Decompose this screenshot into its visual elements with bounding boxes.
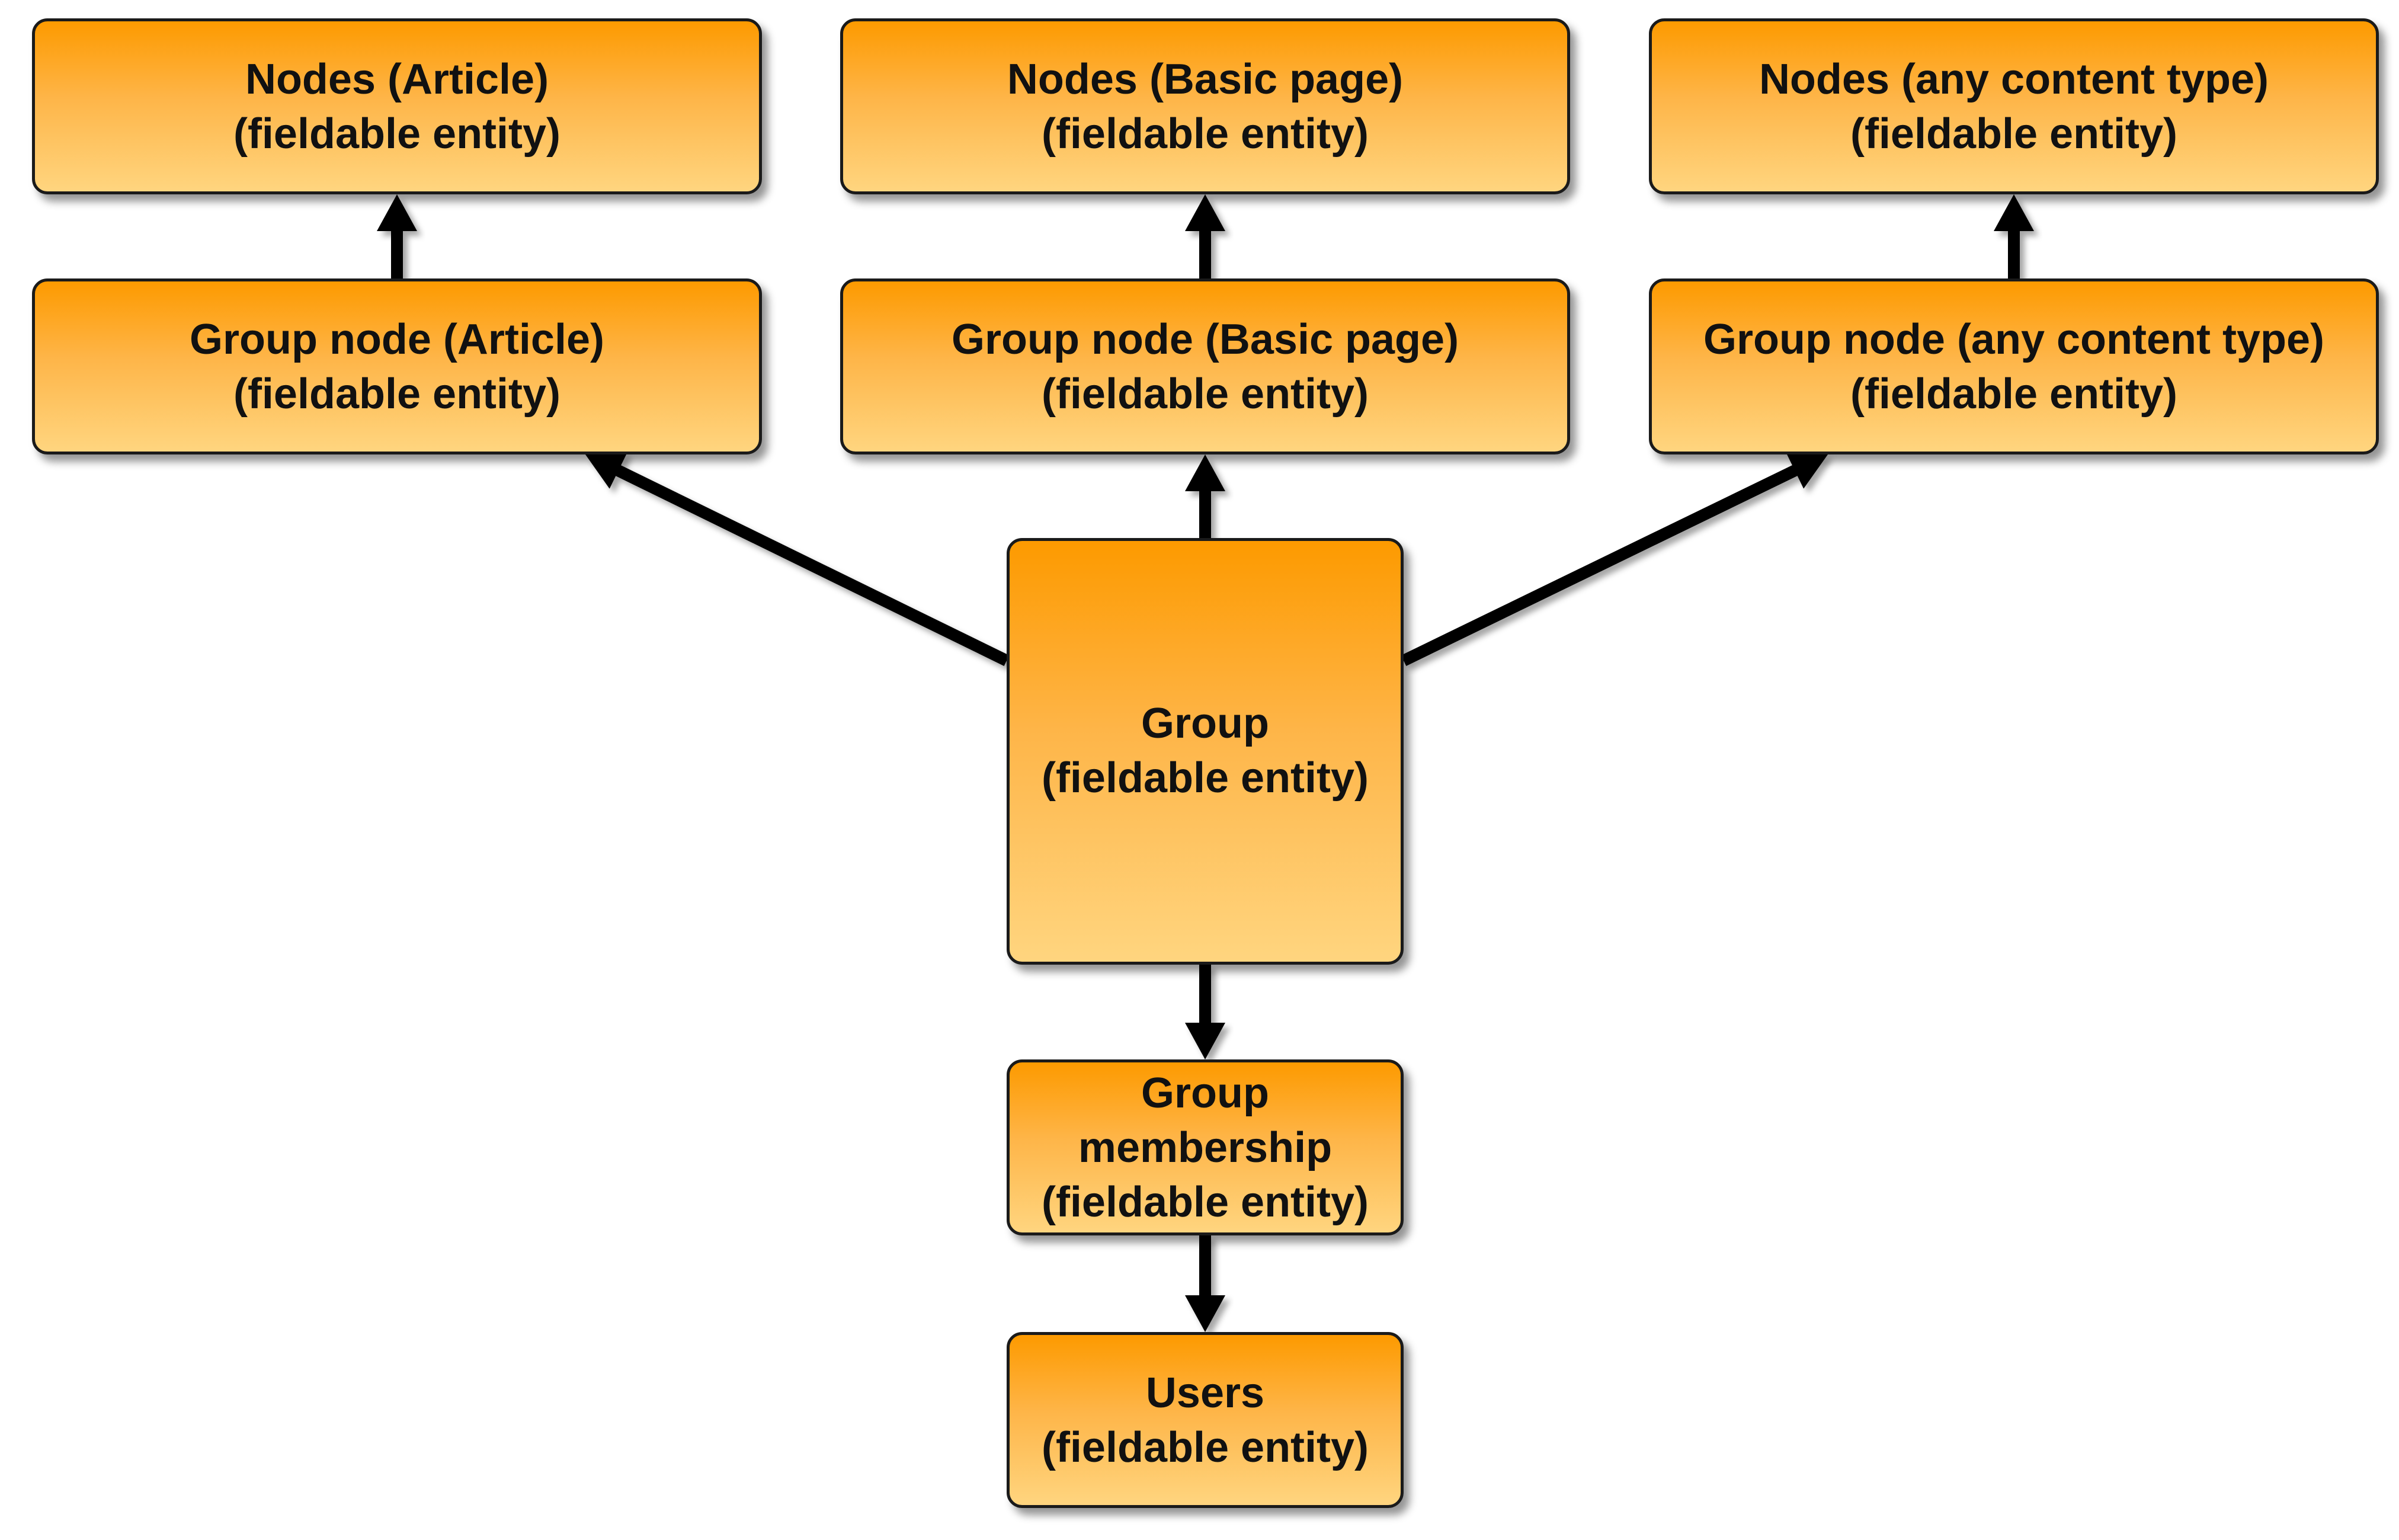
nodes-any-content-type-subtitle: (fieldable entity): [1850, 110, 2178, 158]
group-node-any-content-type-box: Group node (any content type) (fieldable…: [1649, 278, 2379, 454]
group-node-article-box: Group node (Article) (fieldable entity): [32, 278, 762, 454]
group-node-basic-page-title: Group node (Basic page): [951, 315, 1459, 363]
nodes-basic-page-subtitle: (fieldable entity): [1041, 110, 1369, 158]
group-box: Group (fieldable entity): [1007, 538, 1404, 965]
group-membership-title-line2: membership: [1078, 1123, 1333, 1171]
group-node-any-content-type-subtitle: (fieldable entity): [1850, 370, 2178, 418]
arrowhead-icon: [1185, 1023, 1225, 1059]
group-node-basic-page-subtitle: (fieldable entity): [1041, 370, 1369, 418]
users-title: Users: [1145, 1369, 1265, 1417]
nodes-basic-page-title: Nodes (Basic page): [1007, 55, 1404, 103]
nodes-article-subtitle: (fieldable entity): [233, 110, 561, 158]
arrowhead-icon: [1786, 452, 1828, 489]
group-title: Group: [1141, 700, 1269, 747]
arrow-group-to-group-node-any: [1401, 452, 1828, 666]
connector-line: [613, 464, 1010, 666]
group-membership-box: Group membership (fieldable entity): [1007, 1059, 1404, 1235]
nodes-article-title: Nodes (Article): [245, 55, 549, 103]
arrow-group-to-group-membership: [1185, 965, 1225, 1059]
group-membership-subtitle: (fieldable entity): [1041, 1178, 1369, 1226]
arrowhead-icon: [1185, 454, 1225, 491]
arrowhead-icon: [377, 194, 417, 231]
group-subtitle: (fieldable entity): [1041, 754, 1369, 802]
group-node-article-title: Group node (Article): [190, 315, 604, 363]
group-node-any-content-type-title: Group node (any content type): [1703, 315, 2324, 363]
group-node-article-subtitle: (fieldable entity): [233, 370, 561, 418]
arrowhead-icon: [1994, 194, 2034, 231]
arrow-group-to-group-node-basic-page: [1185, 454, 1225, 538]
nodes-basic-page-box: Nodes (Basic page) (fieldable entity): [840, 18, 1570, 194]
arrow-group-to-group-node-article: [585, 452, 1010, 666]
arrow-group-node-article-to-nodes-article: [377, 194, 417, 278]
nodes-article-box: Nodes (Article) (fieldable entity): [32, 18, 762, 194]
group-node-basic-page-box: Group node (Basic page) (fieldable entit…: [840, 278, 1570, 454]
arrow-group-node-any-to-nodes-any: [1994, 194, 2034, 278]
arrow-group-node-basic-page-to-nodes-basic-page: [1185, 194, 1225, 278]
nodes-any-content-type-box: Nodes (any content type) (fieldable enti…: [1649, 18, 2379, 194]
users-subtitle: (fieldable entity): [1041, 1423, 1369, 1471]
arrowhead-icon: [1185, 1295, 1225, 1332]
arrowhead-icon: [585, 452, 627, 489]
arrow-group-membership-to-users: [1185, 1235, 1225, 1332]
users-box: Users (fieldable entity): [1007, 1332, 1404, 1508]
group-membership-title: Group: [1141, 1069, 1269, 1117]
arrowhead-icon: [1185, 194, 1225, 231]
connector-line: [1401, 464, 1800, 666]
nodes-any-content-type-title: Nodes (any content type): [1759, 55, 2269, 103]
